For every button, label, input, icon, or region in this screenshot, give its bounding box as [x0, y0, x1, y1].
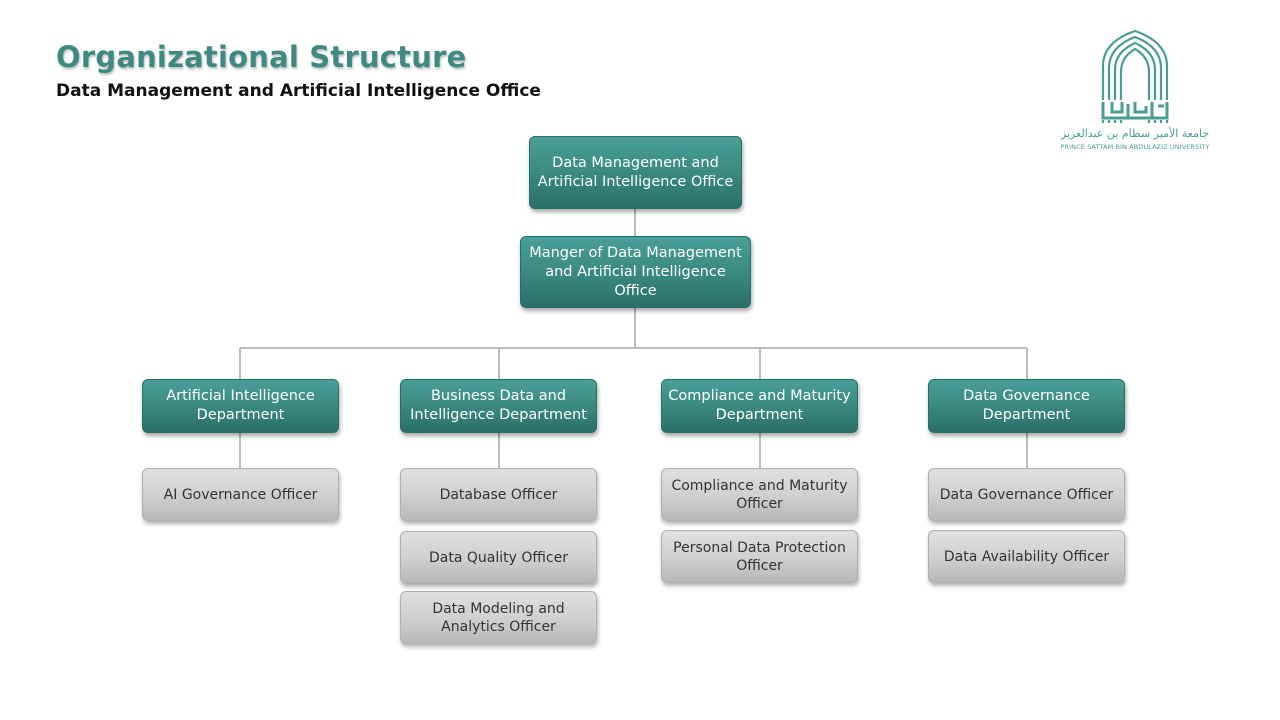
officer-label: Data Governance Officer	[939, 486, 1114, 503]
officer-node-data-availability: Data Availability Officer	[928, 530, 1125, 583]
officer-node-data-governance: Data Governance Officer	[928, 468, 1125, 521]
page-title: Organizational Structure	[56, 40, 467, 74]
department-node-data-governance: Data Governance Department	[928, 379, 1125, 433]
university-emblem-icon	[1101, 29, 1169, 123]
officer-node-ai-governance: AI Governance Officer	[142, 468, 339, 521]
university-logo: جامعة الأمير سطام بن عبدالعزيز PRINCE SA…	[1050, 28, 1220, 158]
officer-label: Compliance and Maturity Officer	[671, 477, 848, 512]
department-label: Data Governance Department	[963, 388, 1090, 423]
officer-node-compliance-maturity: Compliance and Maturity Officer	[661, 468, 858, 521]
officer-node-data-quality: Data Quality Officer	[400, 531, 597, 584]
office-node: Data Management and Artificial Intellige…	[529, 136, 742, 209]
officer-label: Database Officer	[439, 486, 558, 503]
manager-node-label: Manger of Data Management and Artificial…	[529, 244, 742, 299]
officer-label: Data Modeling and Analytics Officer	[432, 600, 565, 635]
page-subtitle: Data Management and Artificial Intellige…	[56, 81, 541, 101]
officer-label: Data Availability Officer	[943, 548, 1110, 565]
office-node-label: Data Management and Artificial Intellige…	[537, 154, 734, 190]
officer-label: Data Quality Officer	[429, 549, 568, 566]
department-node-compliance: Compliance and Maturity Department	[661, 379, 858, 433]
officer-node-database: Database Officer	[400, 468, 597, 521]
department-node-business-data: Business Data and Intelligence Departmen…	[400, 379, 597, 433]
officer-node-data-modeling: Data Modeling and Analytics Officer	[400, 591, 597, 644]
university-name-english: PRINCE SATTAM BIN ABDULAZIZ UNIVERSITY	[1060, 143, 1210, 151]
officer-node-personal-data-protection: Personal Data Protection Officer	[661, 530, 858, 583]
officer-label: AI Governance Officer	[163, 486, 318, 503]
department-label: Compliance and Maturity Department	[668, 388, 851, 423]
officer-label: Personal Data Protection Officer	[673, 539, 846, 574]
department-label: Artificial Intelligence Department	[166, 388, 315, 423]
department-label: Business Data and Intelligence Departmen…	[410, 388, 587, 423]
manager-node: Manger of Data Management and Artificial…	[520, 236, 751, 308]
department-node-ai: Artificial Intelligence Department	[142, 379, 339, 433]
university-name-arabic: جامعة الأمير سطام بن عبدالعزيز	[1060, 127, 1210, 140]
